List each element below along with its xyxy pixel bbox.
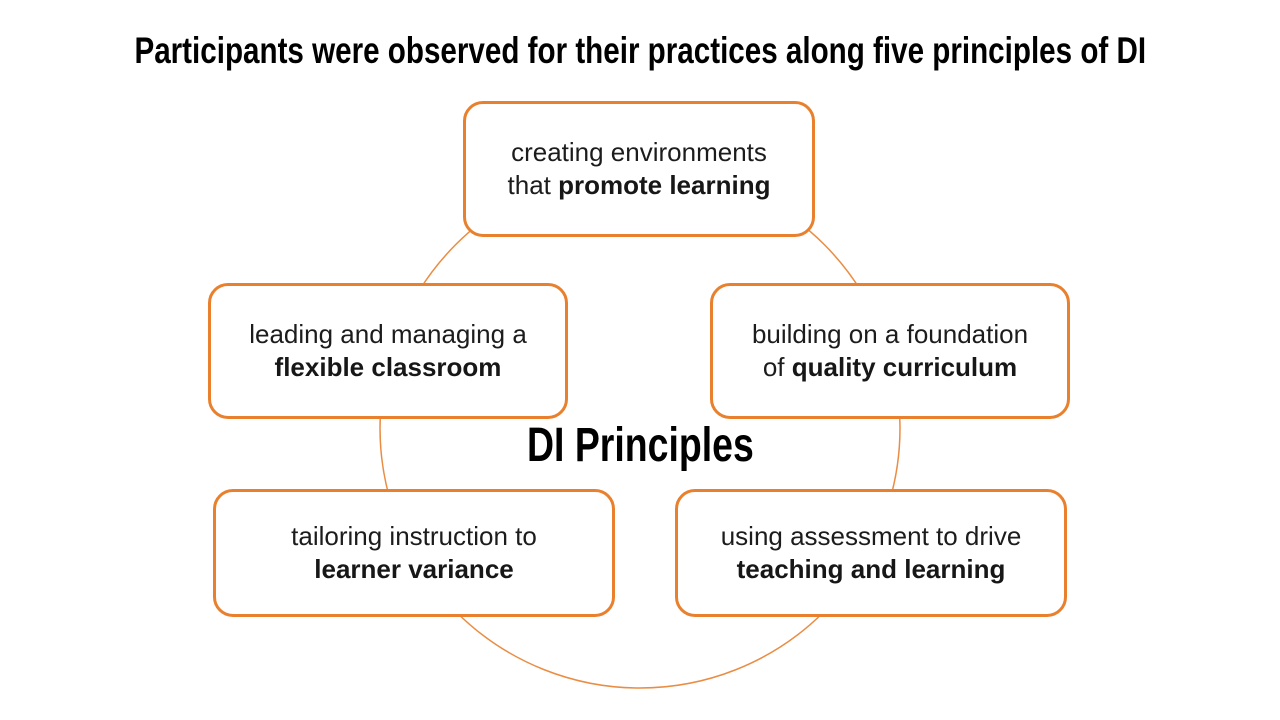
principle-box-text: creating environments that promote learn… [508, 136, 771, 202]
principle-line1: leading and managing a [249, 319, 527, 349]
principle-line2-prefix: of [762, 352, 792, 382]
principle-box-promote-learning: creating environments that promote learn… [463, 101, 815, 237]
principle-line1: tailoring instruction to [291, 521, 537, 551]
principle-line2-bold: promote learning [558, 170, 771, 200]
principle-box-text: using assessment to drive teaching and l… [721, 520, 1022, 586]
principle-box-learner-variance: tailoring instruction to learner varianc… [213, 489, 615, 617]
principle-line2-bold: learner variance [314, 554, 514, 584]
principle-box-teaching-and-learning: using assessment to drive teaching and l… [675, 489, 1067, 617]
diagram-center-label: DI Principles [0, 418, 1280, 472]
principle-box-quality-curriculum: building on a foundation of quality curr… [710, 283, 1070, 419]
principle-line2-bold: teaching and learning [736, 554, 1006, 584]
principle-box-text: tailoring instruction to learner varianc… [291, 520, 537, 586]
diagram-center-label-text: DI Principles [526, 418, 754, 472]
principle-line1: building on a foundation [751, 319, 1029, 349]
principle-line2-bold: quality curriculum [791, 352, 1018, 382]
principle-line1: creating environments [511, 137, 767, 167]
principle-box-flexible-classroom: leading and managing a flexible classroo… [208, 283, 568, 419]
principle-line2-bold: flexible classroom [274, 352, 502, 382]
principle-line1: using assessment to drive [720, 521, 1022, 551]
principle-box-text: building on a foundation of quality curr… [752, 318, 1028, 384]
slide-title: Participants were observed for their pra… [0, 28, 1280, 74]
slide-title-text: Participants were observed for their pra… [134, 30, 1146, 71]
principle-box-text: leading and managing a flexible classroo… [249, 318, 527, 384]
principle-line2-prefix: that [507, 170, 559, 200]
